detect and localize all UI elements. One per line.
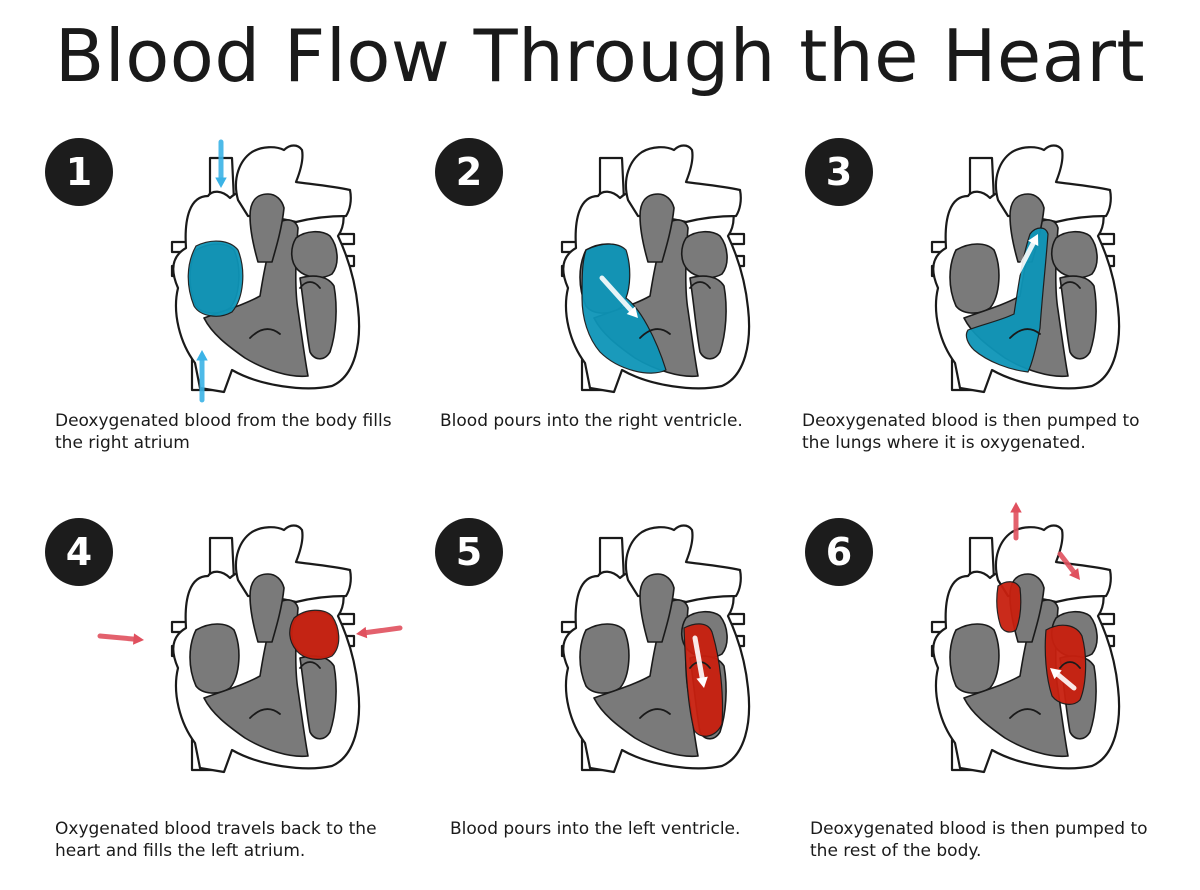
- step-panel-1: 1 Deoxygenated blood from the body fills…: [45, 138, 425, 508]
- valve-line: [639, 708, 671, 719]
- caption-line: the rest of the body.: [810, 841, 982, 861]
- caption-line: the lungs where it is oxygenated.: [802, 433, 1086, 453]
- chamber-ra: [579, 623, 630, 694]
- valve-line: [639, 328, 671, 339]
- arrow-out-head: [1010, 502, 1022, 513]
- blood-pulmonary-path: [965, 227, 1049, 373]
- caption-line: Deoxygenated blood is then pumped to: [810, 819, 1148, 839]
- caption-line: Blood pours into the left ventricle.: [450, 819, 741, 839]
- chamber-la: [680, 230, 728, 279]
- heart-diagram: [170, 139, 361, 403]
- caption-line: Deoxygenated blood from the body fills: [55, 411, 392, 431]
- chamber-pa: [249, 573, 285, 643]
- chamber-pa: [639, 573, 675, 643]
- flow-arrow-head: [626, 306, 638, 318]
- heart-group: [97, 524, 403, 774]
- chamber-ra: [949, 243, 1000, 314]
- heart-diagram: [560, 144, 751, 394]
- chamber-pa: [639, 193, 675, 263]
- blood-right-atrium: [187, 240, 244, 317]
- chamber-la: [290, 230, 338, 279]
- flow-arrow-shaft: [692, 635, 706, 684]
- heart-group: [930, 144, 1121, 394]
- chamber-lv: [689, 275, 727, 360]
- step-panel-6: 6 Deoxygenated blood is then pumped to t…: [805, 502, 1185, 888]
- heart-diagram: [930, 144, 1121, 394]
- heart-group: [560, 144, 751, 394]
- blood-left-atrium: [289, 609, 340, 660]
- arrow-in-head: [196, 350, 208, 361]
- step-number-badge: 1: [45, 138, 113, 206]
- heart-group: [560, 524, 751, 774]
- arrow-in-shaft: [360, 625, 403, 636]
- valve-line: [299, 281, 321, 289]
- step-number-badge: 6: [805, 518, 873, 586]
- valve-line: [1009, 328, 1041, 339]
- step-number-badge: 4: [45, 518, 113, 586]
- heart-diagram: [560, 524, 751, 774]
- caption-line: the right atrium: [55, 433, 190, 453]
- page-title: Blood Flow Through the Heart: [54, 14, 1146, 98]
- valve-line: [249, 708, 281, 719]
- flow-arrow-shaft: [1053, 670, 1077, 691]
- heart-diagram: [930, 502, 1121, 774]
- chamber-la: [1050, 230, 1098, 279]
- caption-line: Blood pours into the right ventricle.: [440, 411, 743, 431]
- arrow-in-head: [132, 633, 144, 645]
- step-panel-5: 5 Blood pours into the left ventricle.: [435, 518, 815, 888]
- chamber-ra: [949, 623, 1000, 694]
- step-caption: Oxygenated blood travels back to the hea…: [55, 818, 395, 862]
- chamber-pa: [249, 193, 285, 263]
- valve-line: [249, 328, 281, 339]
- chamber-lv: [299, 275, 337, 360]
- valve-line: [1009, 708, 1041, 719]
- step-panel-4: 4 Oxygenated blood travels back to the h…: [45, 518, 425, 888]
- arrow-out-shaft: [1057, 551, 1079, 577]
- step-caption: Deoxygenated blood is then pumped to the…: [810, 818, 1150, 862]
- valve-line: [1059, 661, 1081, 669]
- arrow-in-head: [215, 177, 227, 188]
- flow-arrow-head: [1050, 668, 1062, 680]
- chamber-lv: [1059, 275, 1097, 360]
- step-panel-2: 2 Blood pours into the right ventricle.: [435, 138, 815, 508]
- chamber-rv: [203, 219, 309, 378]
- valve-line: [299, 661, 321, 669]
- caption-line: heart and fills the left atrium.: [55, 841, 306, 861]
- flow-arrow-shaft: [1007, 237, 1038, 291]
- chamber-lv: [299, 655, 337, 740]
- step-panel-3: 3 Deoxygenated blood is then pumped to t…: [802, 138, 1185, 508]
- step-number-badge: 3: [805, 138, 873, 206]
- flow-arrow-shaft: [599, 275, 636, 316]
- chamber-ra: [189, 623, 240, 694]
- caption-line: Oxygenated blood travels back to the: [55, 819, 377, 839]
- step-caption: Deoxygenated blood is then pumped to the…: [802, 410, 1142, 454]
- step-caption: Blood pours into the left ventricle.: [450, 818, 790, 840]
- heart-group: [170, 139, 361, 403]
- step-number-badge: 2: [435, 138, 503, 206]
- arrow-in-shaft: [97, 633, 140, 642]
- flow-arrow-head: [1028, 234, 1039, 246]
- caption-line: Deoxygenated blood is then pumped to: [802, 411, 1140, 431]
- blood-aorta-path: [996, 581, 1087, 705]
- valve-line: [689, 281, 711, 289]
- step-number-badge: 5: [435, 518, 503, 586]
- step-caption: Blood pours into the right ventricle.: [440, 410, 780, 432]
- valve-line: [1059, 281, 1081, 289]
- heart-diagram: [97, 524, 403, 774]
- flow-arrow-head: [696, 676, 708, 688]
- heart-group: [930, 502, 1121, 774]
- chamber-rv: [203, 599, 309, 758]
- step-caption: Deoxygenated blood from the body fills t…: [55, 410, 395, 454]
- arrow-out-head: [1069, 568, 1080, 580]
- arrow-in-head: [356, 626, 368, 639]
